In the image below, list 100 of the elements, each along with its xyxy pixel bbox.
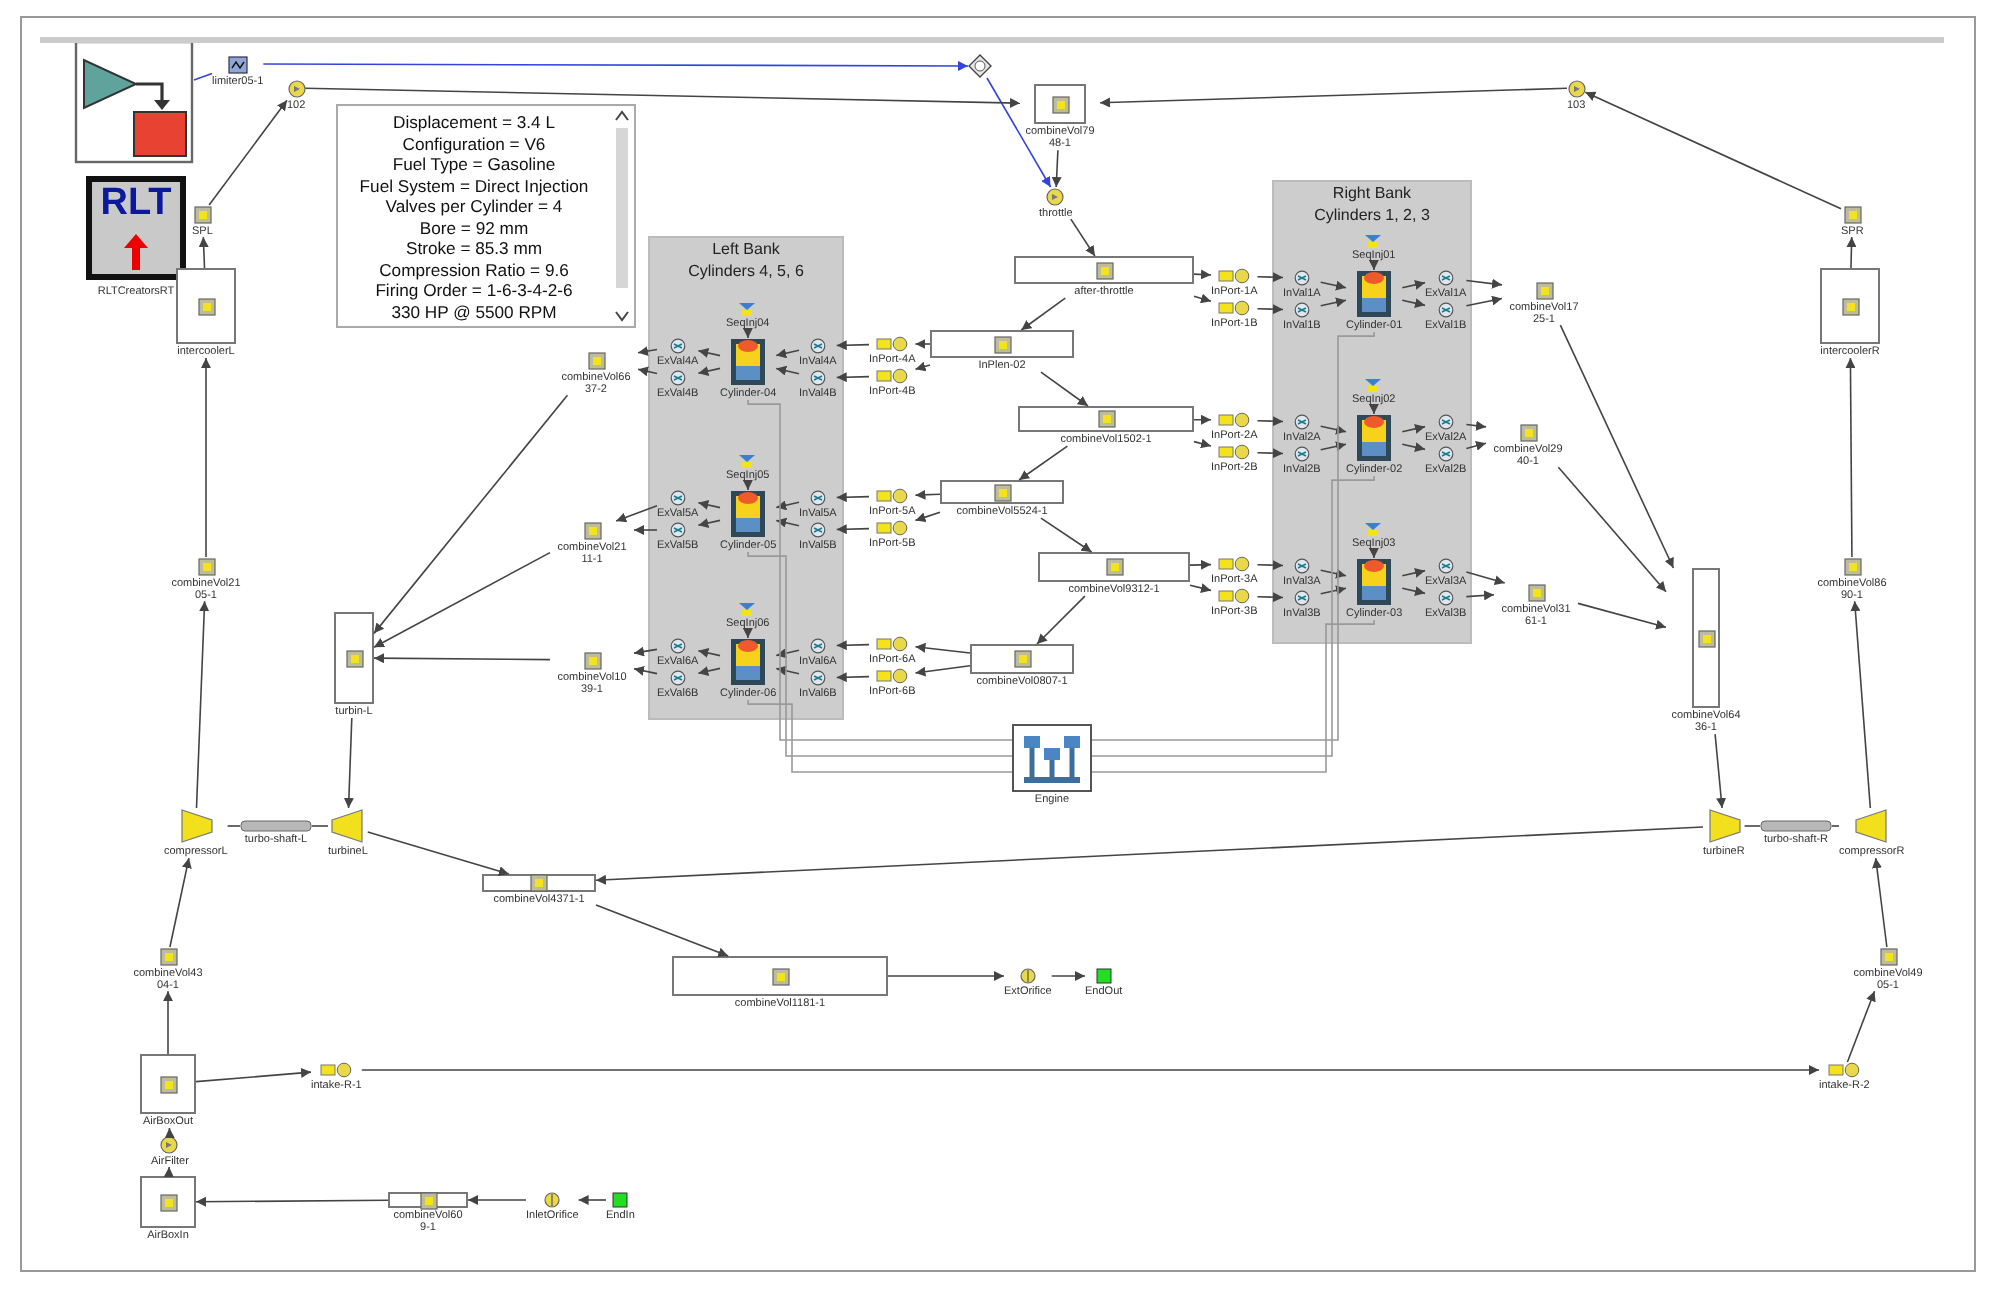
flow-connector (163, 1166, 174, 1178)
flow-connector (1368, 403, 1379, 415)
flow-connector (1557, 466, 1667, 593)
flow-connector (1465, 441, 1487, 451)
specs-panel (336, 104, 636, 328)
flow-connector (195, 1067, 312, 1083)
flow-connector (775, 665, 800, 676)
flow-connector (747, 399, 1013, 741)
flow-connector (1091, 475, 1375, 757)
flow-connector (311, 825, 329, 827)
flow-connector (835, 340, 870, 351)
flow-connector (195, 600, 210, 809)
result-badge: RLT (86, 176, 186, 280)
spec-line: Fuel Type = Gasoline (390, 154, 558, 175)
flow-connector (195, 1196, 389, 1207)
flow-connector (360, 1065, 1820, 1075)
flow-connector (835, 492, 870, 503)
flow-connector (1070, 218, 1096, 257)
flow-connector (1850, 600, 1872, 809)
flow-connector (1465, 278, 1503, 289)
flow-connector (835, 640, 870, 651)
flow-connector (1189, 583, 1212, 593)
flow-connector (1256, 448, 1284, 459)
signal-line (986, 77, 1052, 188)
flow-connector (1018, 445, 1069, 481)
flow-connector (1401, 442, 1426, 453)
flow-connector (633, 646, 658, 657)
flow-connector (1193, 414, 1212, 425)
spec-line: Bore = 92 mm (417, 217, 531, 238)
flow-connector (637, 346, 658, 357)
bank-title: Cylinders 1, 2, 3 (1312, 206, 1432, 226)
flow-connector (775, 500, 800, 511)
flow-connector (1401, 586, 1426, 597)
flow-connector (697, 518, 721, 528)
flow-connector (1256, 592, 1284, 603)
spec-line: Configuration = V6 (400, 133, 548, 154)
flow-connector (835, 372, 870, 383)
flow-connector (775, 648, 800, 659)
flow-connector (1714, 733, 1727, 809)
flow-connector (1319, 568, 1347, 579)
flow-connector (742, 627, 753, 639)
flow-connector (1193, 438, 1212, 449)
flow-connector (1091, 331, 1375, 741)
flow-connector (164, 1127, 175, 1139)
flow-connector (1559, 324, 1675, 569)
flow-connector (1040, 517, 1093, 553)
flow-connector (467, 1195, 527, 1205)
signal-line (262, 60, 969, 71)
cylinder-bank-panel (648, 236, 844, 720)
flow-connector (1319, 585, 1347, 596)
flow-connector (1189, 559, 1212, 570)
flow-connector (1091, 619, 1375, 773)
flow-connector (1036, 595, 1086, 645)
flow-connector (373, 551, 551, 649)
flow-connector (747, 699, 1013, 773)
flow-connector (1368, 259, 1379, 271)
flow-connector (633, 666, 658, 676)
flow-connector (595, 904, 729, 958)
flow-connector (1050, 971, 1086, 981)
flow-connector (914, 339, 931, 349)
flow-connector (1465, 590, 1495, 601)
bank-title: Cylinders 4, 5, 6 (686, 262, 806, 282)
signal-line (193, 72, 213, 81)
flow-connector (1256, 416, 1284, 427)
flow-connector (697, 366, 721, 376)
flow-connector (914, 642, 971, 654)
flow-connector (1319, 280, 1347, 291)
flow-connector (577, 1195, 607, 1205)
flow-connector (1193, 293, 1212, 304)
flow-connector (697, 500, 721, 510)
flow-connector (697, 666, 721, 676)
flow-connector (1051, 149, 1062, 188)
flow-connector (697, 648, 721, 658)
flow-connector (1846, 990, 1876, 1063)
flow-connector (1401, 279, 1426, 290)
flow-connector (835, 672, 870, 683)
flow-connector (914, 665, 971, 677)
spec-line: Stroke = 85.3 mm (403, 238, 545, 259)
flow-connector (887, 971, 1005, 981)
flow-connector (208, 99, 288, 206)
spec-line: Fuel System = Direct Injection (357, 175, 591, 196)
flow-connector (1099, 87, 1568, 108)
flow-connector (775, 517, 800, 528)
flow-connector (775, 365, 800, 376)
flow-connector (1831, 825, 1840, 827)
flow-connector (373, 394, 569, 635)
flow-connector (742, 479, 753, 491)
flow-connector (1845, 357, 1856, 558)
flow-connector (163, 990, 173, 1055)
flow-connector (1319, 424, 1347, 435)
flow-connector (1193, 269, 1212, 280)
flow-connector (742, 327, 753, 339)
flow-connector (1401, 298, 1426, 309)
flow-connector (1256, 304, 1284, 315)
flow-connector (1872, 857, 1888, 948)
flow-connector (226, 825, 241, 827)
flow-connector (1256, 560, 1284, 571)
flow-connector (914, 361, 931, 372)
flow-connector (1584, 91, 1842, 210)
spec-line: 330 HP @ 5500 RPM (389, 301, 559, 322)
